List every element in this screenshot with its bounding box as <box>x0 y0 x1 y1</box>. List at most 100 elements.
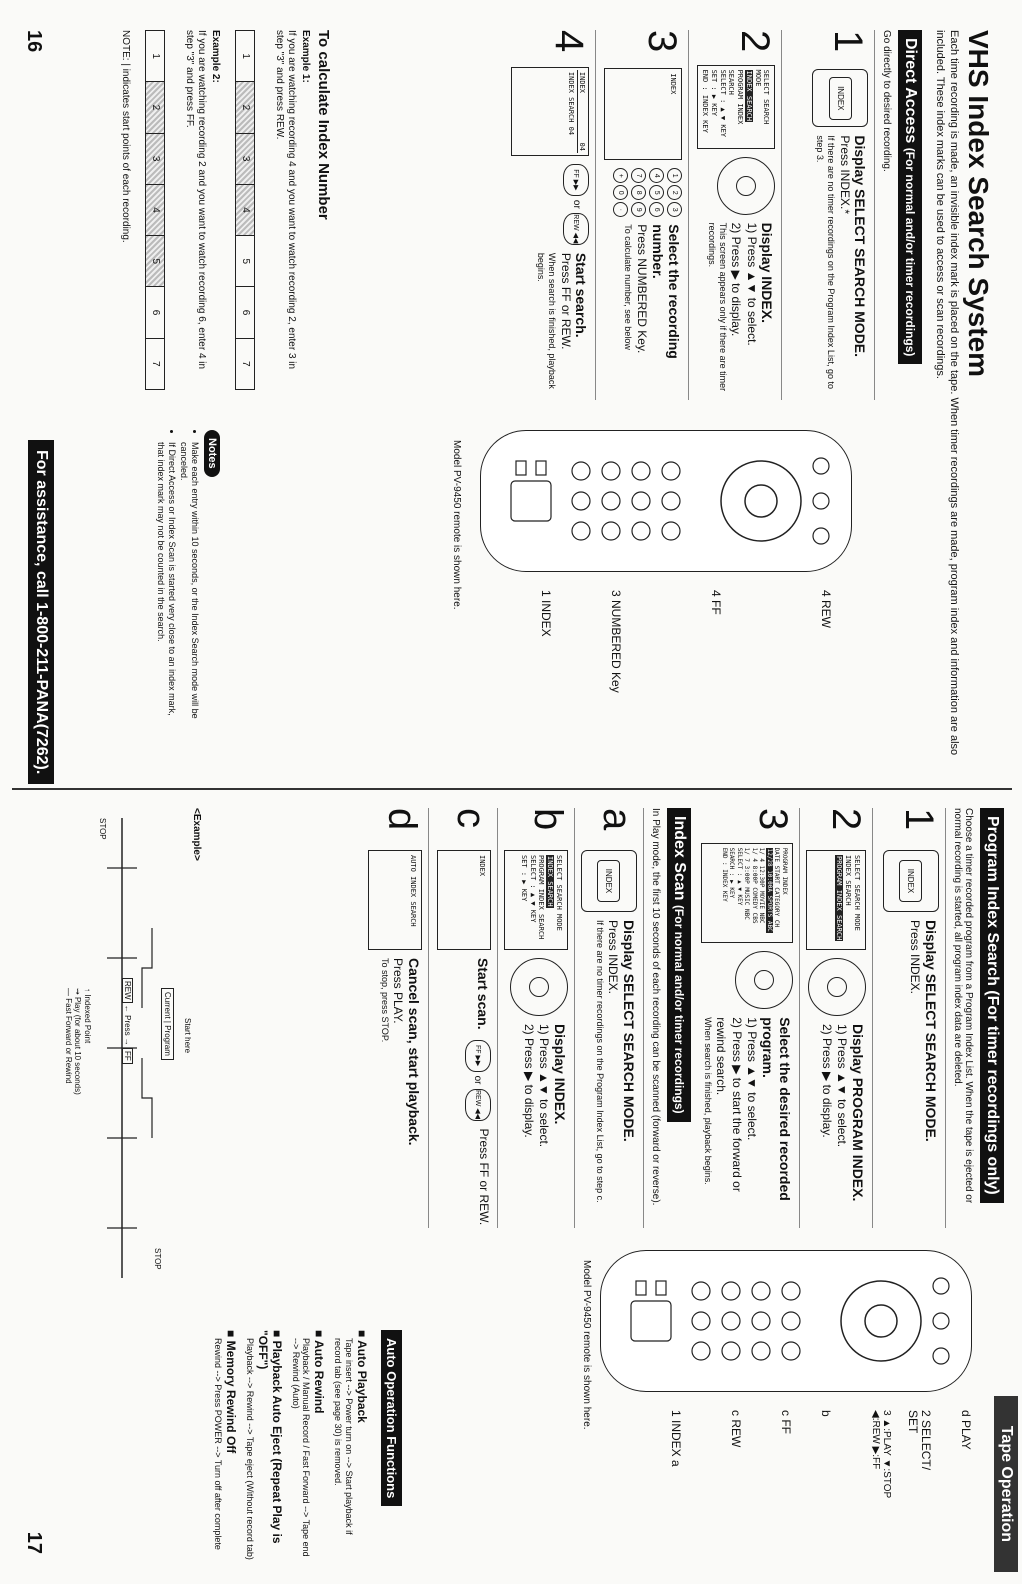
step-note: If there are no timer recordings on the … <box>815 135 837 389</box>
section-bar-direct-access: Direct Access (For normal and/or timer r… <box>898 30 923 365</box>
step-desc: 2) Press ▶ to display. <box>729 222 744 337</box>
note-item: Make each entry within 10 seconds, or th… <box>178 442 200 730</box>
tv-screen-illustration: AUTO INDEX SEARCH <box>368 850 422 950</box>
tape-segment: 3 <box>146 133 164 185</box>
legend-item: Fast Forward or Rewind <box>63 998 73 1084</box>
button-label: INDEX <box>829 77 852 120</box>
tape-segment: 6 <box>146 287 164 339</box>
screen-line: INDEX SEARCH 04 <box>566 71 575 136</box>
remote-label-index: 1 INDEX a <box>669 1410 683 1467</box>
tape-segment: 7 <box>240 361 251 367</box>
step-number: a <box>595 808 639 831</box>
screen-line-highlight: 12/28 10:00A SPORTS ABC <box>766 847 773 933</box>
current-program-box: Current | Program <box>161 988 174 1060</box>
scan-step-d: d AUTO INDEX SEARCH Cancel scan, start p… <box>360 808 429 1228</box>
auto-item-heading: Playback Auto Eject (Repeat Play is "OFF… <box>256 1330 284 1560</box>
remote-label-ff: c FF <box>779 1410 793 1434</box>
pis-step-1: 1 INDEX Display SELECT SEARCH MODE.Press… <box>873 808 946 1228</box>
legend-item: Indexed Point <box>83 994 92 1044</box>
label: Program <box>163 1025 172 1056</box>
screen-line: SET : ▶ KEY <box>710 69 718 116</box>
screen-line: SELECT : ▲ ▼ KEY <box>718 69 727 137</box>
tape-diagram-1: 1 2 3 4 5 6 7 <box>235 30 255 390</box>
remote-label-numbered: 3 NUMBERED Key <box>609 590 623 693</box>
remote-model-caption: Model PV-9450 remote is shown here. <box>581 1260 592 1430</box>
auto-item-heading: Auto Rewind <box>312 1330 326 1560</box>
step-number: c <box>449 808 493 828</box>
note-item: If Direct Access or Index Scan is starte… <box>155 442 177 730</box>
screen-line: PROGRAM INDEX SEARCH <box>727 69 745 125</box>
rew-key: REW <box>122 978 133 1003</box>
tape-segment: 2 <box>236 82 254 134</box>
screen-line: SELECT : ▲ ▼ KEY <box>736 847 743 906</box>
dpad-illustration <box>510 958 568 1016</box>
step-number: 2 <box>824 808 868 831</box>
notes-label: Notes <box>204 430 220 477</box>
screen-line: SET : ▶ KEY <box>520 855 528 902</box>
screen-line: 1/ 4 8:00P COMEDY CBS <box>751 847 758 924</box>
step-title: Display SELECT SEARCH MODE. <box>852 135 869 358</box>
step-note: When search is finished, playback begins… <box>702 1017 713 1185</box>
step-desc: 1) Press ▲▼ to select. <box>744 222 759 346</box>
step-desc: Press INDEX.* <box>837 135 852 215</box>
step-desc: Press PLAY. <box>391 958 406 1024</box>
tape-segment: 4 <box>236 184 254 237</box>
intro-text: Each time recording is made, an invisibl… <box>934 30 960 756</box>
example-text: If you are watching recording 2 and you … <box>184 30 207 370</box>
step-number: 1 <box>897 808 941 831</box>
tv-screen-illustration: PROGRAM INDEX DATE START CATEGORY CH 12/… <box>701 842 793 944</box>
step-number: d <box>380 808 424 831</box>
step-title: Display PROGRAM INDEX. <box>850 1024 866 1202</box>
tv-screen-illustration: INDEX <box>437 850 491 950</box>
calc-note: NOTE: | indicates start points of each r… <box>120 30 131 243</box>
remote-label-index: 1 INDEX <box>539 590 553 637</box>
dpad-illustration <box>717 156 776 215</box>
screen-line: INDEX <box>669 73 678 95</box>
step-title: Display INDEX. <box>759 222 776 323</box>
screen-line-highlight: INDEX SEARCH <box>546 855 555 908</box>
section-bar-index-scan: Index Scan (For normal and/or timer reco… <box>667 808 691 1122</box>
step-title: Display INDEX. <box>552 1024 568 1125</box>
screen-line-highlight: INDEX SEARCH <box>745 69 753 123</box>
page-17: Tape Operation Program Index Search (For… <box>0 790 1022 1584</box>
tape-segment: 4 <box>146 184 164 237</box>
section-description: In Play mode, the first 10 seconds of ea… <box>650 808 661 1206</box>
auto-item-heading: Memory Rewind Off <box>224 1330 238 1560</box>
tv-screen-illustration: SELECT SEARCH MODE INDEX SEARCH PROGRAM … <box>806 850 866 950</box>
section-title: To calculate Index Number <box>315 30 332 220</box>
page-number: 17 <box>23 1531 45 1554</box>
remote-illustration <box>600 1250 972 1392</box>
button-label: INDEX <box>899 859 923 903</box>
step-title: Select the recording number. <box>649 224 683 359</box>
dpad-illustration <box>735 951 793 1010</box>
auto-item-text: Tape insert --> Power turn on --> Start … <box>333 1338 354 1535</box>
remote-buttons-icon <box>630 1277 950 1365</box>
step-note: When search is finished, playback begins… <box>536 252 558 389</box>
label: Current <box>163 992 172 1019</box>
step-desc: 1) Press ▲▼ to select. <box>745 1017 760 1141</box>
step-note: To calculate number, see below <box>623 224 634 350</box>
calculate-index-section: To calculate Index Number Example 1: If … <box>117 30 332 390</box>
screen-line: SELECT SEARCH MODE <box>555 855 563 931</box>
example-text: If you are watching recording 4 and you … <box>274 30 297 370</box>
tape-segment: 5 <box>236 236 254 288</box>
step-note: To stop, press STOP. <box>379 958 390 1043</box>
start-here-label: Start here <box>183 1018 192 1054</box>
step-number: 1 <box>826 30 871 53</box>
tape-segment: 6 <box>236 287 254 339</box>
screen-line: DATE START CATEGORY CH <box>773 847 781 928</box>
auto-item-text: Playback --> Rewind --> Tape eject (With… <box>244 1338 255 1560</box>
screen-line: SEARCH : ▶ KEY <box>728 847 736 899</box>
example-legend: ↑ Indexed Point ⇝ Play (for about 10 sec… <box>63 988 92 1095</box>
step-number: 2 <box>733 30 778 53</box>
step-title: Display SELECT SEARCH MODE. <box>923 920 939 1142</box>
step-desc: 1) Press ▲▼ to select. <box>835 1024 850 1148</box>
pis-step-2: 2 SELECT SEARCH MODE INDEX SEARCH PROGRA… <box>800 808 873 1228</box>
page-title: VHS Index Search System <box>963 30 994 378</box>
screen-line: SELECT SEARCH MODE <box>853 855 861 931</box>
example-label: Example 1: <box>300 30 311 83</box>
